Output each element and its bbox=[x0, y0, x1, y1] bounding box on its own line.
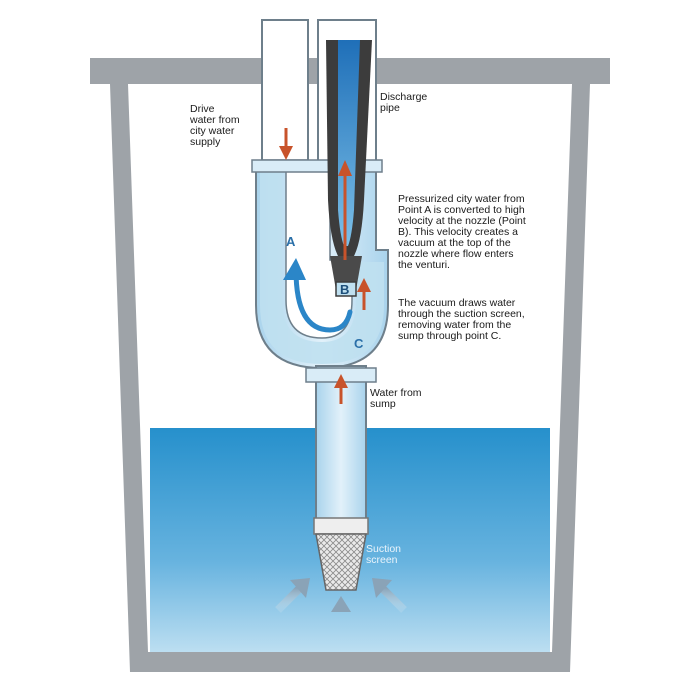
suction-screen-mesh bbox=[315, 533, 367, 591]
pump-body bbox=[251, 159, 389, 370]
suction-screen-label: Suction screen bbox=[366, 543, 402, 566]
water-from-sump-label: Water from sump bbox=[370, 387, 422, 410]
explanation-text-1: Pressurized city water from Point A is c… bbox=[398, 193, 526, 271]
discharge-pipe-label: Discharge pipe bbox=[380, 91, 428, 114]
suction-pipe bbox=[305, 365, 377, 535]
sump-basin bbox=[90, 58, 610, 672]
inflow-arrow-center bbox=[331, 596, 351, 640]
drive-water-label: Drive water from city water supply bbox=[190, 103, 240, 148]
inflow-arrow-left bbox=[275, 578, 310, 613]
flow-arrow-u-bend bbox=[293, 267, 353, 333]
suction-collar bbox=[313, 517, 369, 535]
point-a-label: A bbox=[286, 234, 296, 249]
explanation-text-2: The vacuum draws water through the sucti… bbox=[398, 297, 525, 342]
point-c-label: C bbox=[354, 336, 364, 351]
sump-inflow-arrows bbox=[275, 578, 407, 640]
point-b-label: B bbox=[340, 282, 350, 297]
flow-arrows bbox=[279, 128, 371, 404]
flow-arrow-u-bend-head bbox=[283, 258, 306, 280]
inflow-arrow-right bbox=[372, 578, 407, 613]
